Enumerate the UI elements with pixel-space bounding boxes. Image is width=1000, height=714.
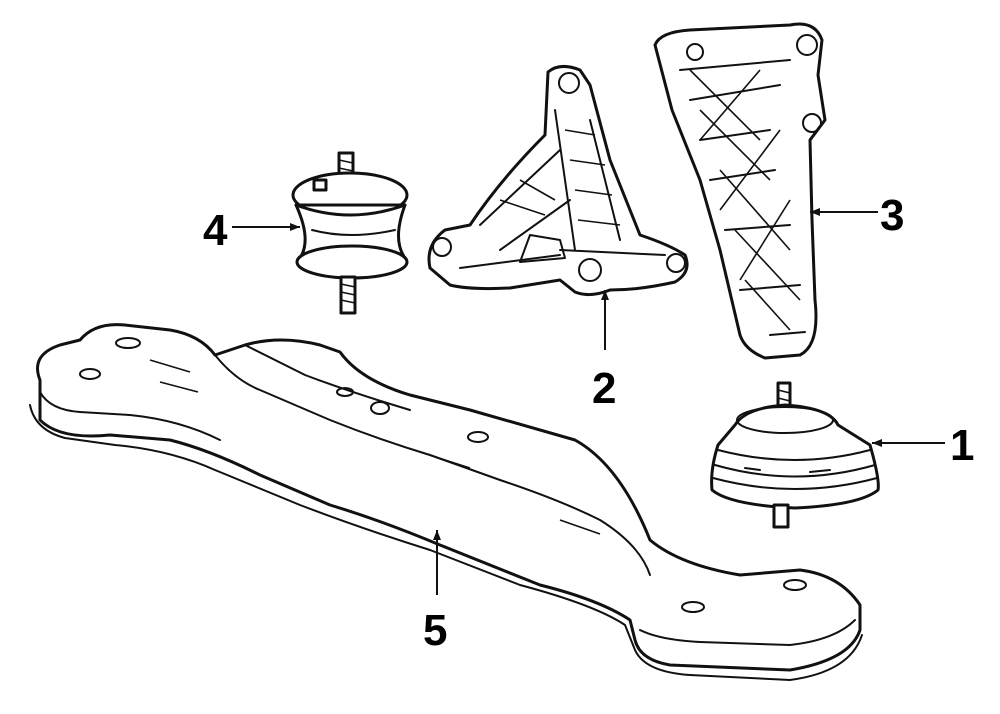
arrowhead-3-icon	[810, 208, 820, 216]
rubber-mount-part-4	[291, 151, 409, 315]
arrowhead-5-icon	[433, 530, 441, 540]
callout-1: 1	[950, 421, 974, 470]
crossmember-part-5	[29, 323, 863, 681]
arrowhead-1-icon	[872, 439, 882, 447]
bracket-part-3	[653, 22, 827, 360]
arrowhead-2-icon	[601, 290, 609, 300]
callout-labels: 1 2 3 4 5	[203, 191, 974, 655]
callout-5: 5	[423, 606, 447, 655]
callout-2: 2	[592, 364, 616, 413]
arrowhead-4-icon	[290, 223, 300, 231]
engine-mount-part-1	[710, 381, 880, 529]
callout-4: 4	[203, 206, 228, 255]
callout-3: 3	[880, 191, 904, 240]
callout-leaders	[232, 208, 945, 595]
bracket-part-2	[427, 65, 689, 297]
